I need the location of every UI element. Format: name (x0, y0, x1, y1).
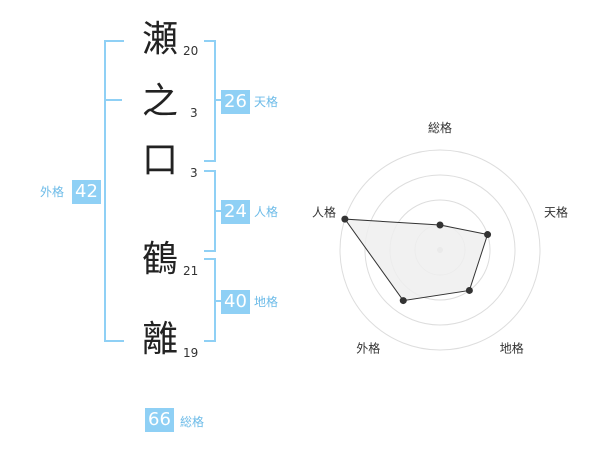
radar-point-3 (465, 286, 473, 294)
tenkaku-bracket (204, 40, 216, 162)
soukaku-value: 66 (145, 408, 174, 432)
radar-point-2 (484, 231, 492, 239)
chikaku-bracket-tick (214, 300, 222, 302)
char-2: 之 (142, 81, 179, 122)
radar-axis-label-5: 人格 (312, 204, 336, 219)
radar-ring-3 (364, 174, 516, 326)
gaikaku-bracket (104, 40, 124, 342)
soukaku-label: 総格 (180, 415, 205, 429)
char-3: 口 (142, 140, 179, 181)
tenkaku-bracket-tick (214, 99, 222, 101)
char-3-strokes: 3 (190, 166, 198, 180)
jinkaku-value: 24 (221, 200, 250, 224)
jinkaku-label: 人格 (254, 205, 279, 219)
radar-axis-label-1: 総格 (428, 120, 452, 135)
char-5: 離 (142, 319, 179, 360)
gaikaku-label: 外格 (40, 185, 65, 199)
char-4: 鶴 (142, 239, 179, 280)
chikaku-label: 地格 (254, 295, 279, 309)
radar-axis-label-3: 地格 (500, 341, 524, 356)
gaikaku-bracket-tick (104, 99, 122, 101)
radar-point-1 (436, 221, 444, 229)
radar-ring-4 (339, 149, 541, 351)
tenkaku-label: 天格 (254, 95, 279, 109)
chikaku-value: 40 (221, 290, 250, 314)
char-1-strokes: 20 (183, 44, 199, 58)
char-2-strokes: 3 (190, 106, 198, 120)
jinkaku-bracket-tick (214, 210, 222, 212)
tenkaku-value: 26 (221, 90, 250, 114)
char-4-strokes: 21 (183, 264, 199, 278)
radar-axis-label-4: 外格 (356, 341, 380, 356)
radar-series-area (343, 218, 489, 302)
char-5-strokes: 19 (183, 346, 199, 360)
radar-point-4 (399, 297, 407, 305)
radar-axis-label-2: 天格 (544, 204, 568, 219)
radar-point-5 (341, 215, 349, 223)
gaikaku-value: 42 (72, 180, 101, 204)
char-1: 瀬 (142, 19, 179, 60)
